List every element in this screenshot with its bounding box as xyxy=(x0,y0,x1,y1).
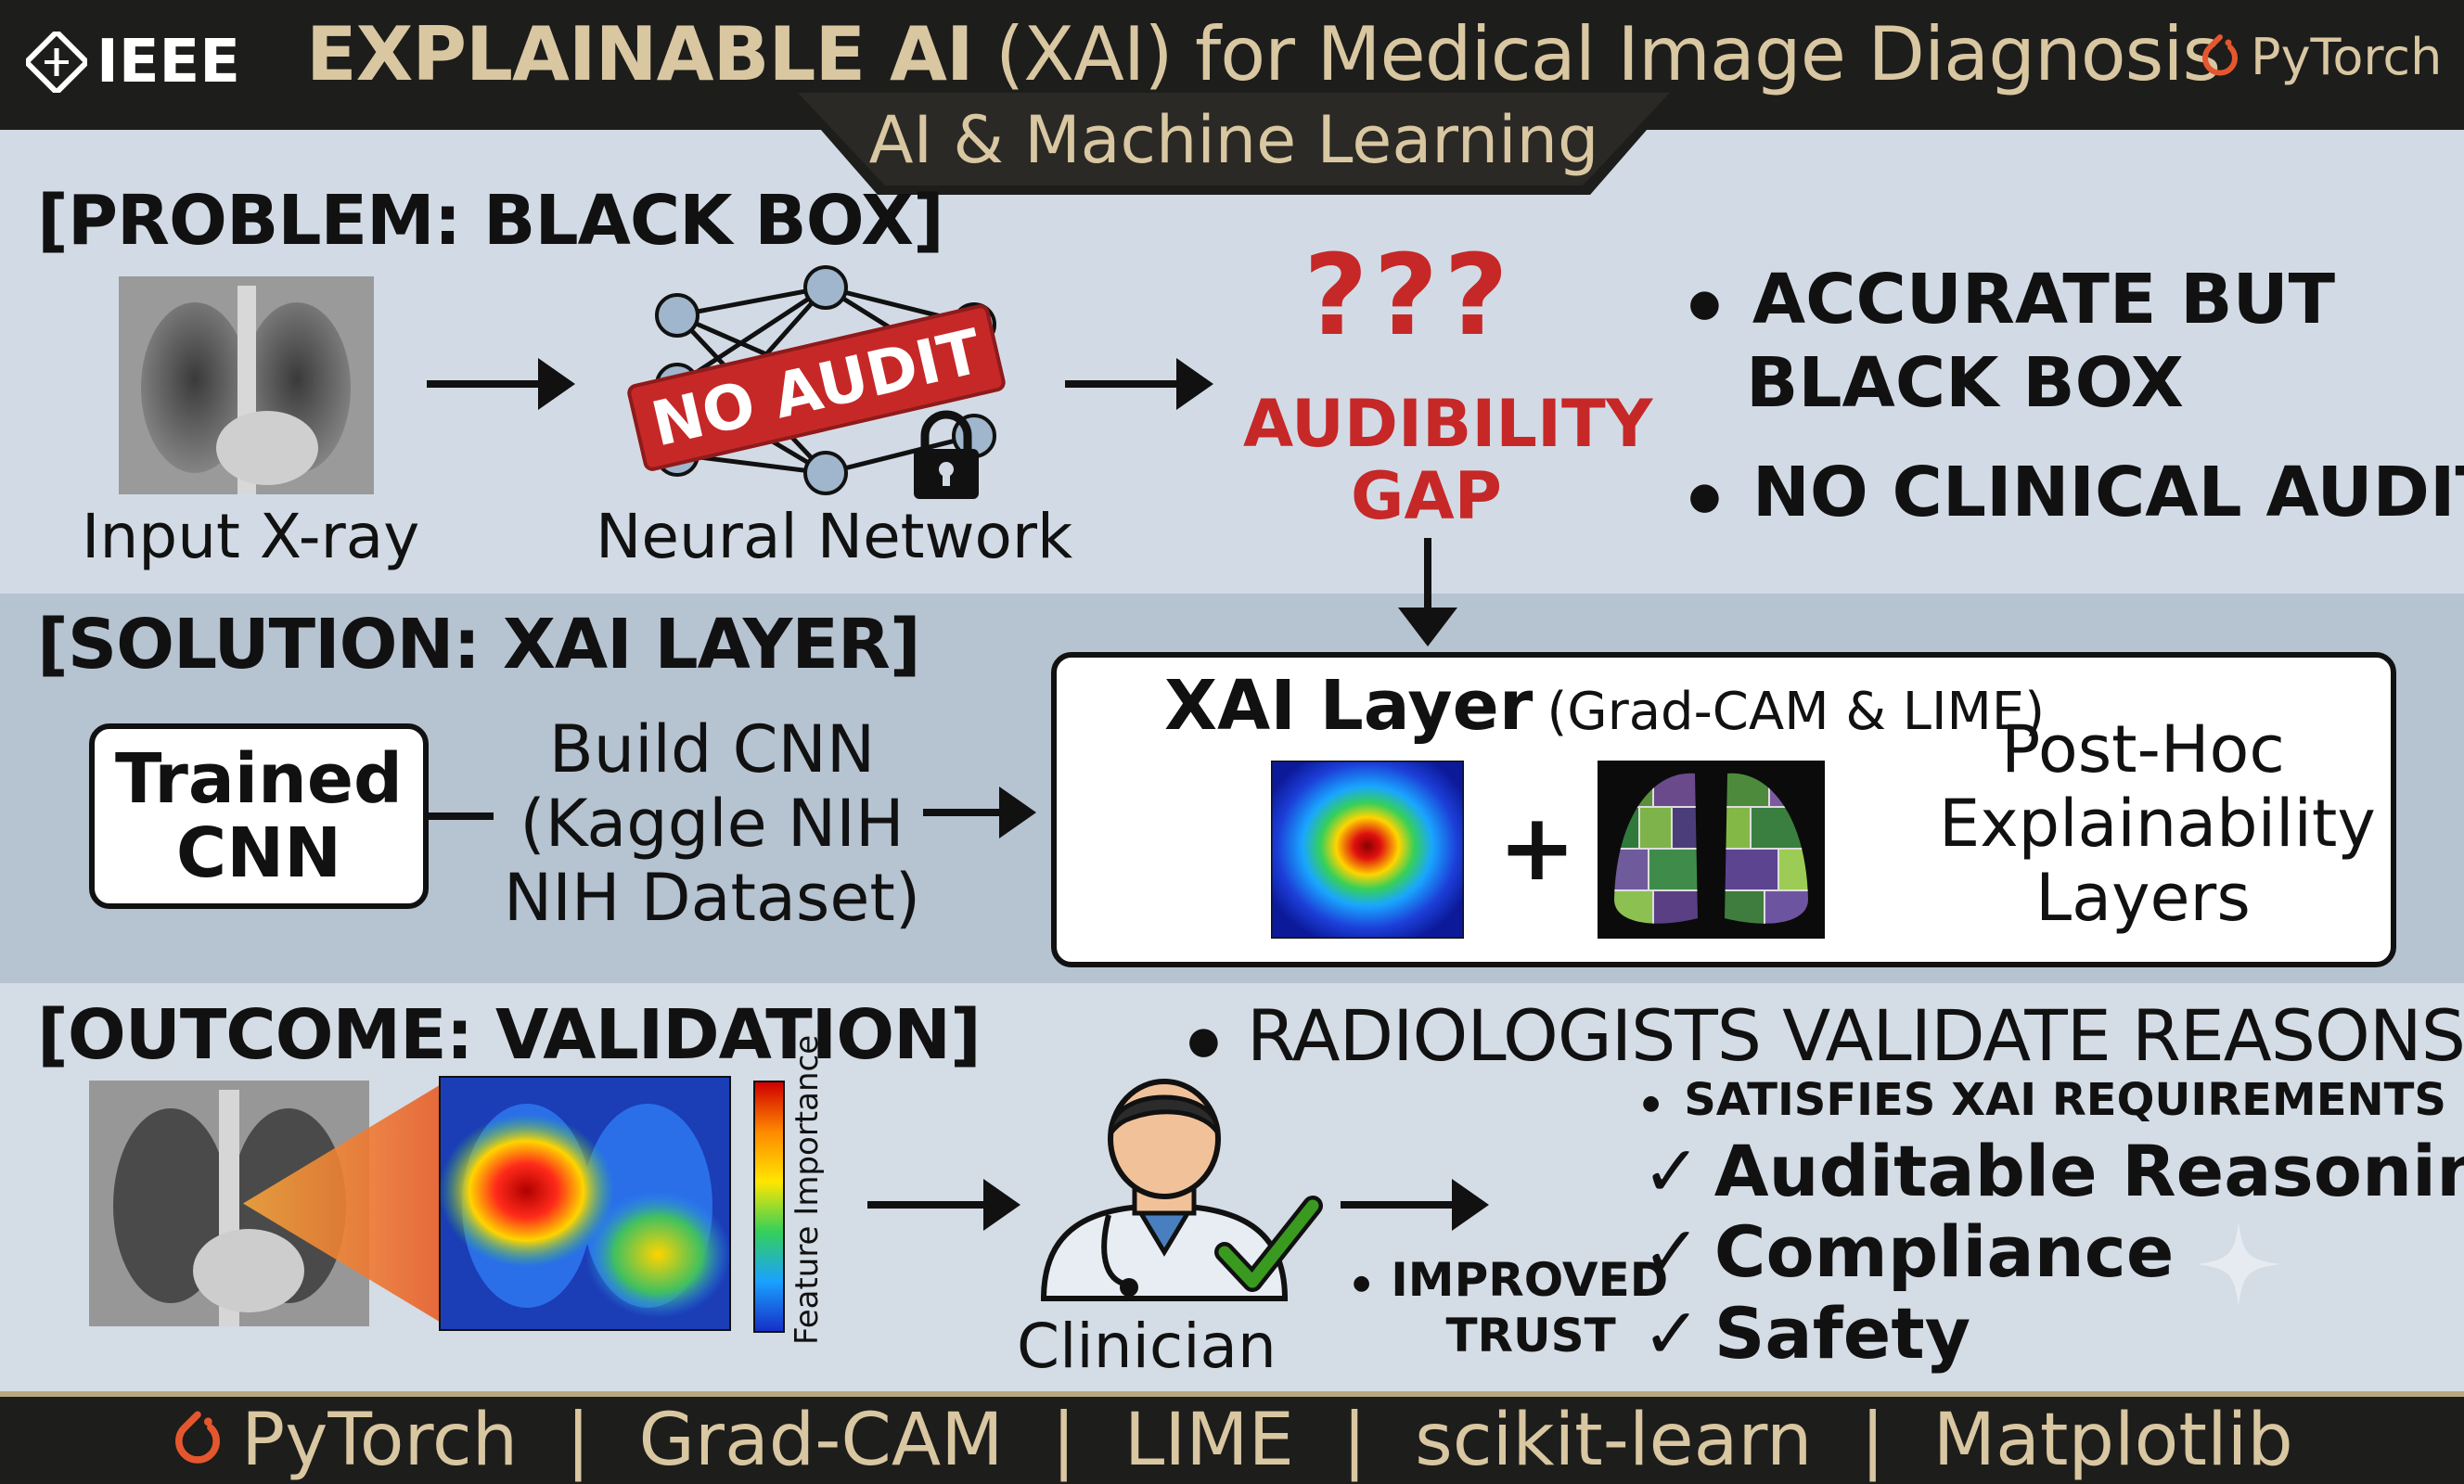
page-subtitle: AI & Machine Learning xyxy=(868,102,1599,178)
xai-layer-title: XAI Layer (Grad-CAM & LIME) xyxy=(1164,666,2046,746)
footer-item-scikit-learn: scikit-learn xyxy=(1415,1398,1813,1482)
gradcam-heatmap-icon xyxy=(1271,761,1464,939)
checkmark-icon: ✓ xyxy=(1642,1130,1701,1212)
footer-bar xyxy=(0,1391,2464,1484)
footer-item-lime: LIME xyxy=(1123,1398,1294,1482)
checkmark-icon: ✓ xyxy=(1642,1292,1701,1375)
outcome-section-title: [OUTCOME: VALIDATION] xyxy=(37,995,982,1075)
clinician-label: Clinician xyxy=(1017,1311,1277,1382)
pytorch-logo-top: PyTorch xyxy=(2199,28,2442,86)
arrow-down-line xyxy=(1424,538,1431,621)
page-title: EXPLAINABLE AI (XAI) for Medical Image D… xyxy=(306,11,2221,97)
posthoc-label: Post-Hoc Explainability Layers xyxy=(1939,711,2376,936)
audibility-gap-label: AUDIBILITY GAP xyxy=(1243,386,1653,534)
ieee-logo: IEEE xyxy=(26,20,240,104)
input-xray-label: Input X-ray xyxy=(82,501,420,572)
arrow-icon xyxy=(1341,1179,1489,1231)
sparkle-icon xyxy=(2197,1222,2280,1306)
footer-item-matplotlib: Matplotlib xyxy=(1932,1398,2293,1482)
check-compliance: ✓Compliance xyxy=(1642,1210,2175,1293)
problem-band xyxy=(0,130,2464,594)
problem-section-title: [PROBLEM: BLACK BOX] xyxy=(37,181,944,261)
problem-bullet-1: ●ACCURATE BUT BLACK BOX xyxy=(1688,260,2336,424)
lock-icon xyxy=(914,410,979,499)
connector-line xyxy=(429,812,494,820)
satisfies-bullet: ●SATISFIES XAI REQUIREMENTS xyxy=(1642,1074,2446,1126)
question-marks: ??? xyxy=(1303,232,1514,361)
arrow-icon xyxy=(1065,358,1213,410)
input-xray-image xyxy=(119,276,374,494)
feature-importance-colorbar xyxy=(753,1081,785,1333)
ieee-text: IEEE xyxy=(96,28,240,96)
problem-bullet-2: ●NO CLINICAL AUDIT xyxy=(1688,453,2464,532)
neural-network-label: Neural Network xyxy=(596,501,1073,572)
checkmark-icon: ✓ xyxy=(1642,1210,1701,1293)
footer-tech-list: PyTorch | Grad-CAM | LIME | scikit-learn… xyxy=(0,1396,2464,1484)
solution-section-title: [SOLUTION: XAI LAYER] xyxy=(37,605,921,684)
lime-superpixel-icon xyxy=(1598,761,1825,939)
arrow-icon xyxy=(427,358,575,410)
check-auditable-reasoning: ✓Auditable Reasoning xyxy=(1642,1130,2464,1212)
arrow-down-icon xyxy=(1398,608,1457,646)
improved-trust-label: ●IMPROVED TRUST xyxy=(1353,1253,1669,1362)
colorbar-label: Feature Importance xyxy=(789,1034,826,1345)
footer-item-pytorch: PyTorch xyxy=(241,1398,519,1482)
plus-sign: + xyxy=(1498,793,1576,902)
arrow-icon xyxy=(923,787,1036,838)
ieee-diamond-icon xyxy=(26,32,87,93)
check-safety: ✓Safety xyxy=(1642,1292,1971,1375)
pytorch-flame-icon xyxy=(2202,33,2238,76)
radiologists-bullet: ●RADIOLOGISTS VALIDATE REASONS xyxy=(1187,994,2464,1077)
overlay-heatmap-image xyxy=(439,1076,731,1331)
build-cnn-label: Build CNN (Kaggle NIH NIH Dataset) xyxy=(503,711,921,936)
footer-item-gradcam: Grad-CAM xyxy=(638,1398,1004,1482)
pytorch-flame-icon xyxy=(175,1410,221,1464)
arrow-icon xyxy=(867,1179,1020,1231)
trained-cnn-box: Trained CNN xyxy=(89,723,429,909)
clinician-avatar-icon xyxy=(1040,1079,1323,1301)
